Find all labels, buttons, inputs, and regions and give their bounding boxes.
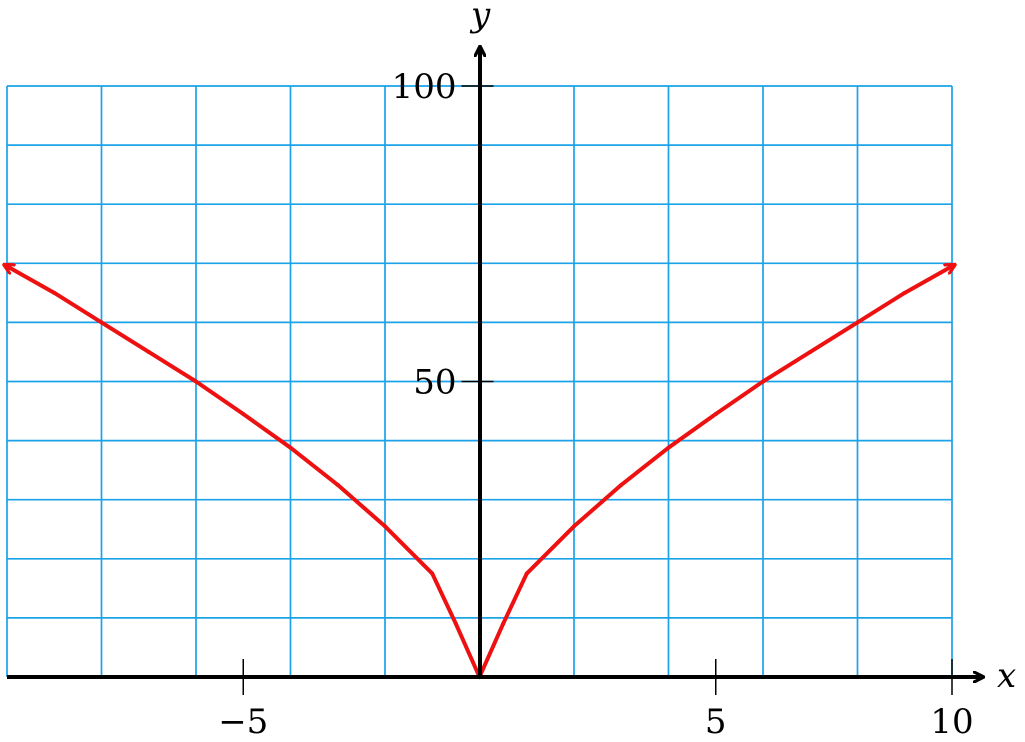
axis-labels: x y: [469, 0, 1016, 696]
y-tick-label: 100: [392, 67, 457, 107]
x-tick-label: −5: [218, 702, 268, 742]
curve-point: [430, 571, 435, 576]
curve-point: [572, 524, 576, 529]
curve-point: [950, 264, 954, 269]
curve-point: [902, 290, 907, 295]
ticks: −5 5 10 50 100: [218, 67, 973, 742]
curve-point: [524, 571, 529, 576]
curve-point: [241, 412, 246, 417]
curve-left-branch: [7, 266, 482, 679]
curve-point: [383, 524, 387, 529]
curve-right-branch: [477, 266, 953, 679]
x-axis-label: x: [997, 656, 1016, 696]
curve-point: [501, 621, 506, 626]
curve-point: [335, 482, 340, 487]
y-axis-label: y: [469, 0, 491, 35]
curve-point: [288, 445, 293, 450]
x-tick-label: 10: [930, 702, 973, 742]
curve-point: [855, 320, 860, 325]
curve-point: [453, 621, 458, 626]
y-tick-label: 50: [413, 363, 456, 403]
curve-point: [194, 379, 198, 384]
data-curves: [5, 264, 954, 679]
curve-point: [5, 264, 9, 269]
curve-point: [666, 445, 671, 450]
curve-point: [619, 482, 624, 487]
curve-point: [713, 412, 718, 417]
curve-point: [99, 320, 104, 325]
axes: [7, 50, 980, 677]
curve-point: [52, 290, 57, 295]
curve-point: [146, 349, 151, 354]
curve-point: [808, 349, 813, 354]
curve-point: [761, 379, 765, 384]
x-tick-label: 5: [705, 702, 727, 742]
